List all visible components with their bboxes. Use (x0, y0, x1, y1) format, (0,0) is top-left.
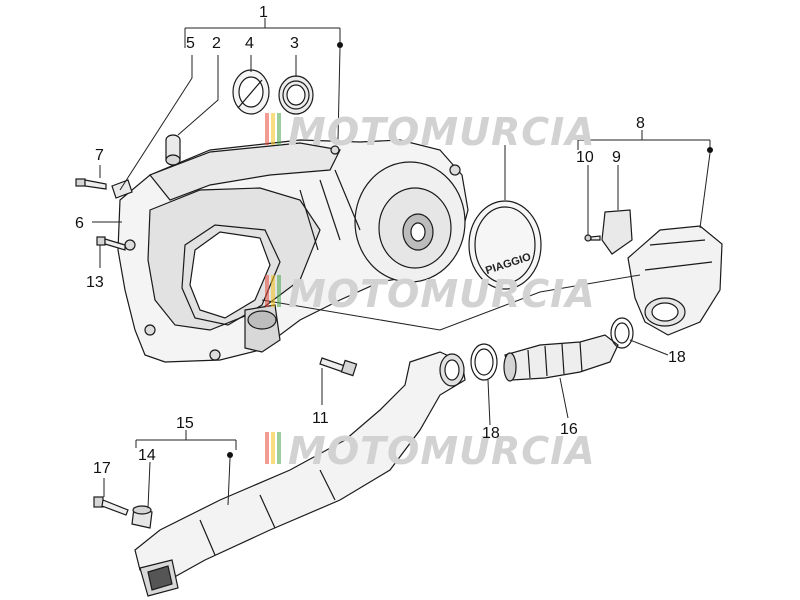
part-17-screw (93, 496, 129, 516)
callout-1: 1 (259, 4, 268, 21)
callout-3: 3 (290, 35, 299, 52)
callout-11: 11 (312, 410, 329, 427)
brand-cap-cover: PIAGGIO (468, 200, 542, 290)
callout-15: 15 (176, 415, 194, 432)
callout-8: 8 (636, 115, 645, 132)
callout-18-right: 18 (668, 349, 686, 366)
callout-5: 5 (186, 35, 195, 52)
leader-lines (92, 18, 713, 509)
callout-7: 7 (95, 147, 104, 164)
part-13-screw (96, 236, 126, 251)
callout-2: 2 (212, 35, 221, 52)
part-3-bearing (278, 75, 314, 115)
crankcase-cover (117, 139, 469, 363)
watermark-text-top: MOTOMURCIA (288, 110, 596, 154)
watermark-bottom: MOTOMURCIA (265, 429, 596, 473)
callout-18-left: 18 (482, 425, 500, 442)
callout-9: 9 (612, 149, 621, 166)
callout-17: 17 (93, 460, 111, 477)
watermark-text-bottom: MOTOMURCIA (288, 429, 596, 473)
callout-13: 13 (86, 274, 104, 291)
part-16-intake-duct (503, 334, 619, 382)
watermark-middle: MOTOMURCIA (265, 272, 596, 316)
part-18-clamp-left (470, 343, 498, 381)
part-10-screw (584, 234, 601, 242)
callout-10: 10 (576, 149, 594, 166)
watermark-top: MOTOMURCIA (265, 110, 596, 154)
callout-4: 4 (245, 35, 254, 52)
part-8-intake-cover (627, 225, 723, 336)
part-4-seal-ring (232, 69, 270, 115)
part-7-screw (75, 178, 107, 190)
callout-16: 16 (560, 421, 578, 438)
part-9-clip (601, 209, 633, 255)
callout-14: 14 (138, 447, 156, 464)
part-2-bushing (165, 134, 181, 166)
callout-labels: 1 5 2 4 3 7 6 13 8 10 9 18 11 18 16 15 1… (75, 4, 686, 477)
part-18-clamp-right (610, 317, 634, 349)
watermark-text-middle: MOTOMURCIA (288, 272, 596, 316)
part-5-bushing (111, 179, 133, 199)
part-11-screw (319, 357, 358, 377)
callout-6: 6 (75, 215, 84, 232)
part-14-grommet (131, 505, 153, 529)
part-15-air-duct (134, 351, 466, 597)
